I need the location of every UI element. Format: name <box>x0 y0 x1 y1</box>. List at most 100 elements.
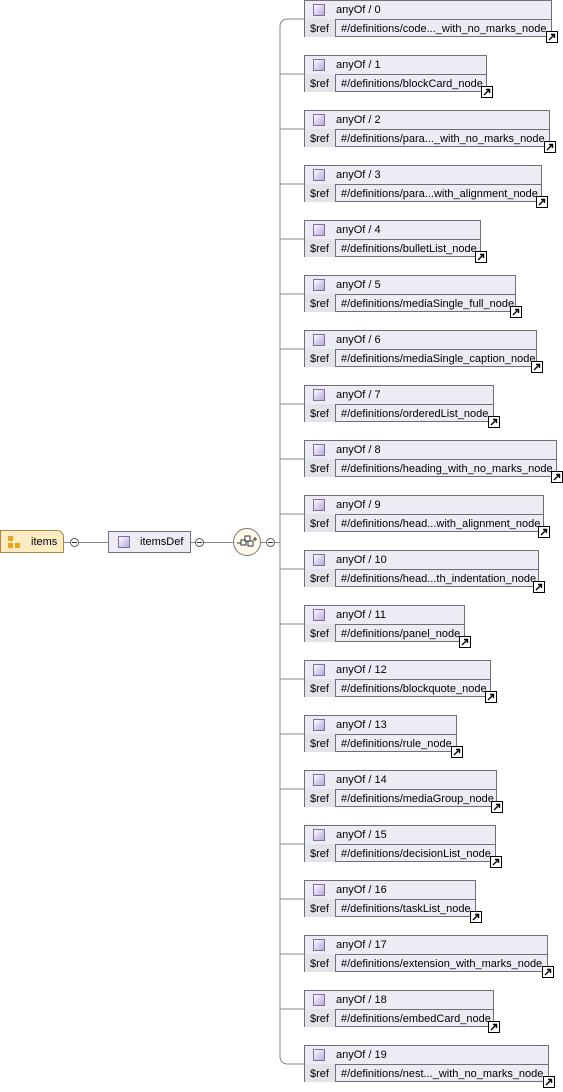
node-header: anyOf / 10 <box>305 551 538 570</box>
ref-value: #/definitions/extension_with_marks_node <box>341 958 543 970</box>
any-of-node[interactable]: anyOf / 11 $ref#/definitions/panel_node <box>304 605 471 648</box>
any-of-node[interactable]: anyOf / 4 $ref#/definitions/bulletList_no… <box>304 220 487 263</box>
node-header: anyOf / 18 <box>305 991 493 1010</box>
schema-node-icon <box>313 4 325 16</box>
any-of-node[interactable]: anyOf / 8$ref#/definitions/heading_with_… <box>304 440 563 483</box>
ref-key: $ref <box>305 404 336 422</box>
node-header: anyOf / 3 <box>305 166 541 185</box>
any-of-node[interactable]: anyOf / 3$ref#/definitions/para...with_a… <box>304 165 548 208</box>
node-header: anyOf / 11 <box>305 606 464 625</box>
node-title: anyOf / 19 <box>336 1049 387 1061</box>
any-of-node[interactable]: anyOf / 18$ref#/definitions/embedCard_no… <box>304 990 500 1033</box>
external-link-icon[interactable] <box>531 361 543 373</box>
schema-node-icon <box>313 279 325 291</box>
node-title: anyOf / 1 <box>336 59 381 71</box>
collapse-itemsdef-toggle[interactable] <box>195 538 204 547</box>
external-link-icon[interactable] <box>543 1076 555 1088</box>
any-of-node[interactable]: anyOf / 12$ref #/definitions/blockquote_n… <box>304 660 497 703</box>
collapse-compositor-toggle[interactable] <box>266 538 275 547</box>
ref-value: #/definitions/heading_with_no_marks_node <box>341 463 553 475</box>
node-title: anyOf / 0 <box>336 4 381 16</box>
node-header: anyOf / 16 <box>305 881 475 900</box>
any-of-node[interactable]: anyOf / 19$ref#/definitions/nest..._with… <box>304 1045 555 1088</box>
node-title: anyOf / 15 <box>336 829 387 841</box>
external-link-icon[interactable] <box>544 141 556 153</box>
node-title: anyOf / 8 <box>336 444 381 456</box>
external-link-icon[interactable] <box>542 966 554 978</box>
any-of-node[interactable]: anyOf / 7$ref#/definitions/orderedList_n… <box>304 385 500 428</box>
external-link-icon[interactable] <box>459 636 471 648</box>
external-link-icon[interactable] <box>551 471 563 483</box>
any-of-node[interactable]: anyOf / 1 $ref#/definitions/blockCard_nod… <box>304 55 493 98</box>
external-link-icon[interactable] <box>485 691 497 703</box>
node-title: anyOf / 4 <box>336 224 381 236</box>
external-link-icon[interactable] <box>536 196 548 208</box>
any-of-node[interactable]: anyOf / 2$ref#/definitions/para..._with_… <box>304 110 556 153</box>
branch-trunk-line <box>279 18 304 1065</box>
any-of-node[interactable]: anyOf / 5 $ref#/definitions/mediaSingle_f… <box>304 275 522 318</box>
any-of-node[interactable]: anyOf / 17$ref#/definitions/extension_wi… <box>304 935 554 978</box>
ref-value: #/definitions/decisionList_node <box>341 848 491 860</box>
any-of-node[interactable]: anyOf / 0$ref#/definitions/code..._with_… <box>304 0 558 43</box>
node-title: anyOf / 11 <box>336 609 386 621</box>
ref-value: #/definitions/mediaSingle_full_node <box>341 298 515 310</box>
ref-key: $ref <box>305 844 336 862</box>
ref-row: $ref#/definitions/bulletList_node <box>305 239 480 257</box>
node-title: anyOf / 13 <box>336 719 387 731</box>
any-of-node[interactable]: anyOf / 10$ref#/definitions/head...th_in… <box>304 550 545 593</box>
schema-node-icon <box>313 829 325 841</box>
node-title: anyOf / 17 <box>336 939 387 951</box>
external-link-icon[interactable] <box>510 306 522 318</box>
ref-key: $ref <box>305 349 336 367</box>
ref-row: $ref#/definitions/panel_node <box>305 624 464 642</box>
node-header: anyOf / 13 <box>305 716 456 735</box>
ref-row: $ref#/definitions/mediaSingle_caption_no… <box>305 349 536 367</box>
any-of-node[interactable]: anyOf / 15$ref #/definitions/decisionList… <box>304 825 502 868</box>
items-definition-box[interactable]: itemsDef <box>108 531 191 553</box>
external-link-icon[interactable] <box>481 86 493 98</box>
schema-node-icon <box>313 774 325 786</box>
any-of-compositor[interactable] <box>233 528 261 556</box>
ref-value: #/definitions/bulletList_node <box>341 243 477 255</box>
any-of-node[interactable]: anyOf / 6$ref#/definitions/mediaSingle_c… <box>304 330 543 373</box>
ref-value: #/definitions/blockCard_node <box>341 78 483 90</box>
external-link-icon[interactable] <box>451 746 463 758</box>
any-of-node[interactable]: anyOf / 14$ref#/definitions/mediaGroup_n… <box>304 770 503 813</box>
schema-node-icon <box>313 994 325 1006</box>
ref-value: #/definitions/blockquote_node <box>341 683 487 695</box>
external-link-icon[interactable] <box>475 251 487 263</box>
node-title: anyOf / 5 <box>336 279 381 291</box>
root-element-items[interactable]: items <box>0 530 64 553</box>
external-link-icon[interactable] <box>491 801 503 813</box>
ref-value: #/definitions/para..._with_no_marks_node <box>341 133 545 145</box>
collapse-items-toggle[interactable] <box>70 538 79 547</box>
ref-row: $ref#/definitions/blockCard_node <box>305 74 486 92</box>
any-of-node[interactable]: anyOf / 13 $ref#/definitions/rule_node <box>304 715 463 758</box>
node-header: anyOf / 4 <box>305 221 480 240</box>
any-of-node[interactable]: anyOf / 9$ref#/definitions/head...with_a… <box>304 495 550 538</box>
external-link-icon[interactable] <box>490 856 502 868</box>
schema-node-icon <box>313 664 325 676</box>
schema-node-icon <box>313 444 325 456</box>
external-link-icon[interactable] <box>538 526 550 538</box>
node-title: anyOf / 16 <box>336 884 387 896</box>
schema-node-icon <box>313 169 325 181</box>
ref-row: $ref#/definitions/mediaGroup_node <box>305 789 496 807</box>
node-title: anyOf / 12 <box>336 664 387 676</box>
any-of-node[interactable]: anyOf / 16$ref#/definitions/taskList_nod… <box>304 880 482 923</box>
ref-row: $ref#/definitions/rule_node <box>305 734 456 752</box>
external-link-icon[interactable] <box>488 416 500 428</box>
ref-key: $ref <box>305 679 336 697</box>
ref-value: #/definitions/head...th_indentation_node <box>341 573 537 585</box>
external-link-icon[interactable] <box>488 1021 500 1033</box>
node-header: anyOf / 6 <box>305 331 536 350</box>
external-link-icon[interactable] <box>470 911 482 923</box>
external-link-icon[interactable] <box>533 581 545 593</box>
node-title: anyOf / 10 <box>336 554 387 566</box>
ref-row: $ref#/definitions/mediaSingle_full_node <box>305 294 515 312</box>
schema-node-icon <box>313 114 325 126</box>
root-element-label: items <box>31 536 58 548</box>
external-link-icon[interactable] <box>546 31 558 43</box>
